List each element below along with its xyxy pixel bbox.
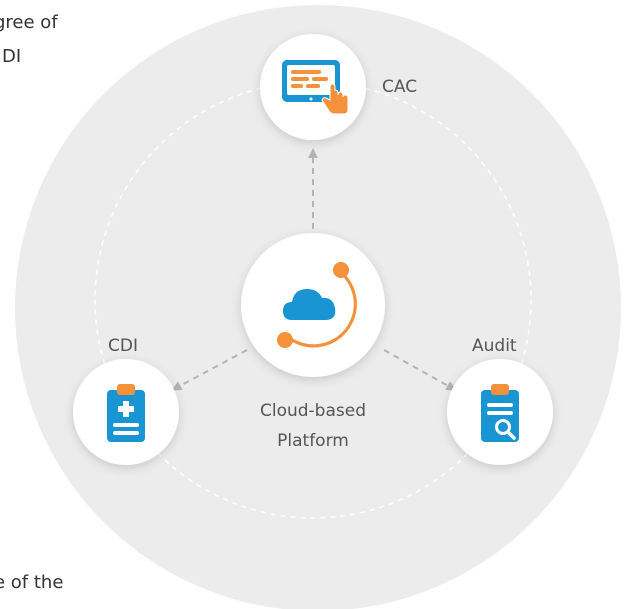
background-text-line-3: e of the	[0, 572, 64, 593]
tablet-touch-icon	[282, 60, 349, 115]
audit-label: Audit	[472, 336, 517, 356]
cloud-platform-label-line-2: Platform	[277, 431, 349, 451]
cdi-node[interactable]	[73, 359, 179, 465]
cloud-platform-label: Cloud-based Platform	[213, 396, 413, 456]
cdi-label: CDI	[108, 336, 138, 356]
background-text-line-2: DI	[2, 46, 22, 67]
arrow-to-cdi	[171, 349, 248, 391]
cloud-sync-icon	[277, 262, 357, 348]
cac-node[interactable]	[260, 34, 366, 140]
arrow-to-audit	[383, 349, 457, 391]
background-text-line-1: gree of	[0, 12, 58, 33]
cac-label: CAC	[382, 77, 418, 97]
cloud-platform-label-line-1: Cloud-based	[259, 401, 366, 421]
audit-node[interactable]	[447, 359, 553, 465]
dashed-ring	[94, 81, 532, 519]
cloud-platform-node[interactable]	[241, 233, 385, 377]
clipboard-search-icon	[481, 384, 519, 442]
clipboard-plus-icon	[107, 384, 145, 442]
